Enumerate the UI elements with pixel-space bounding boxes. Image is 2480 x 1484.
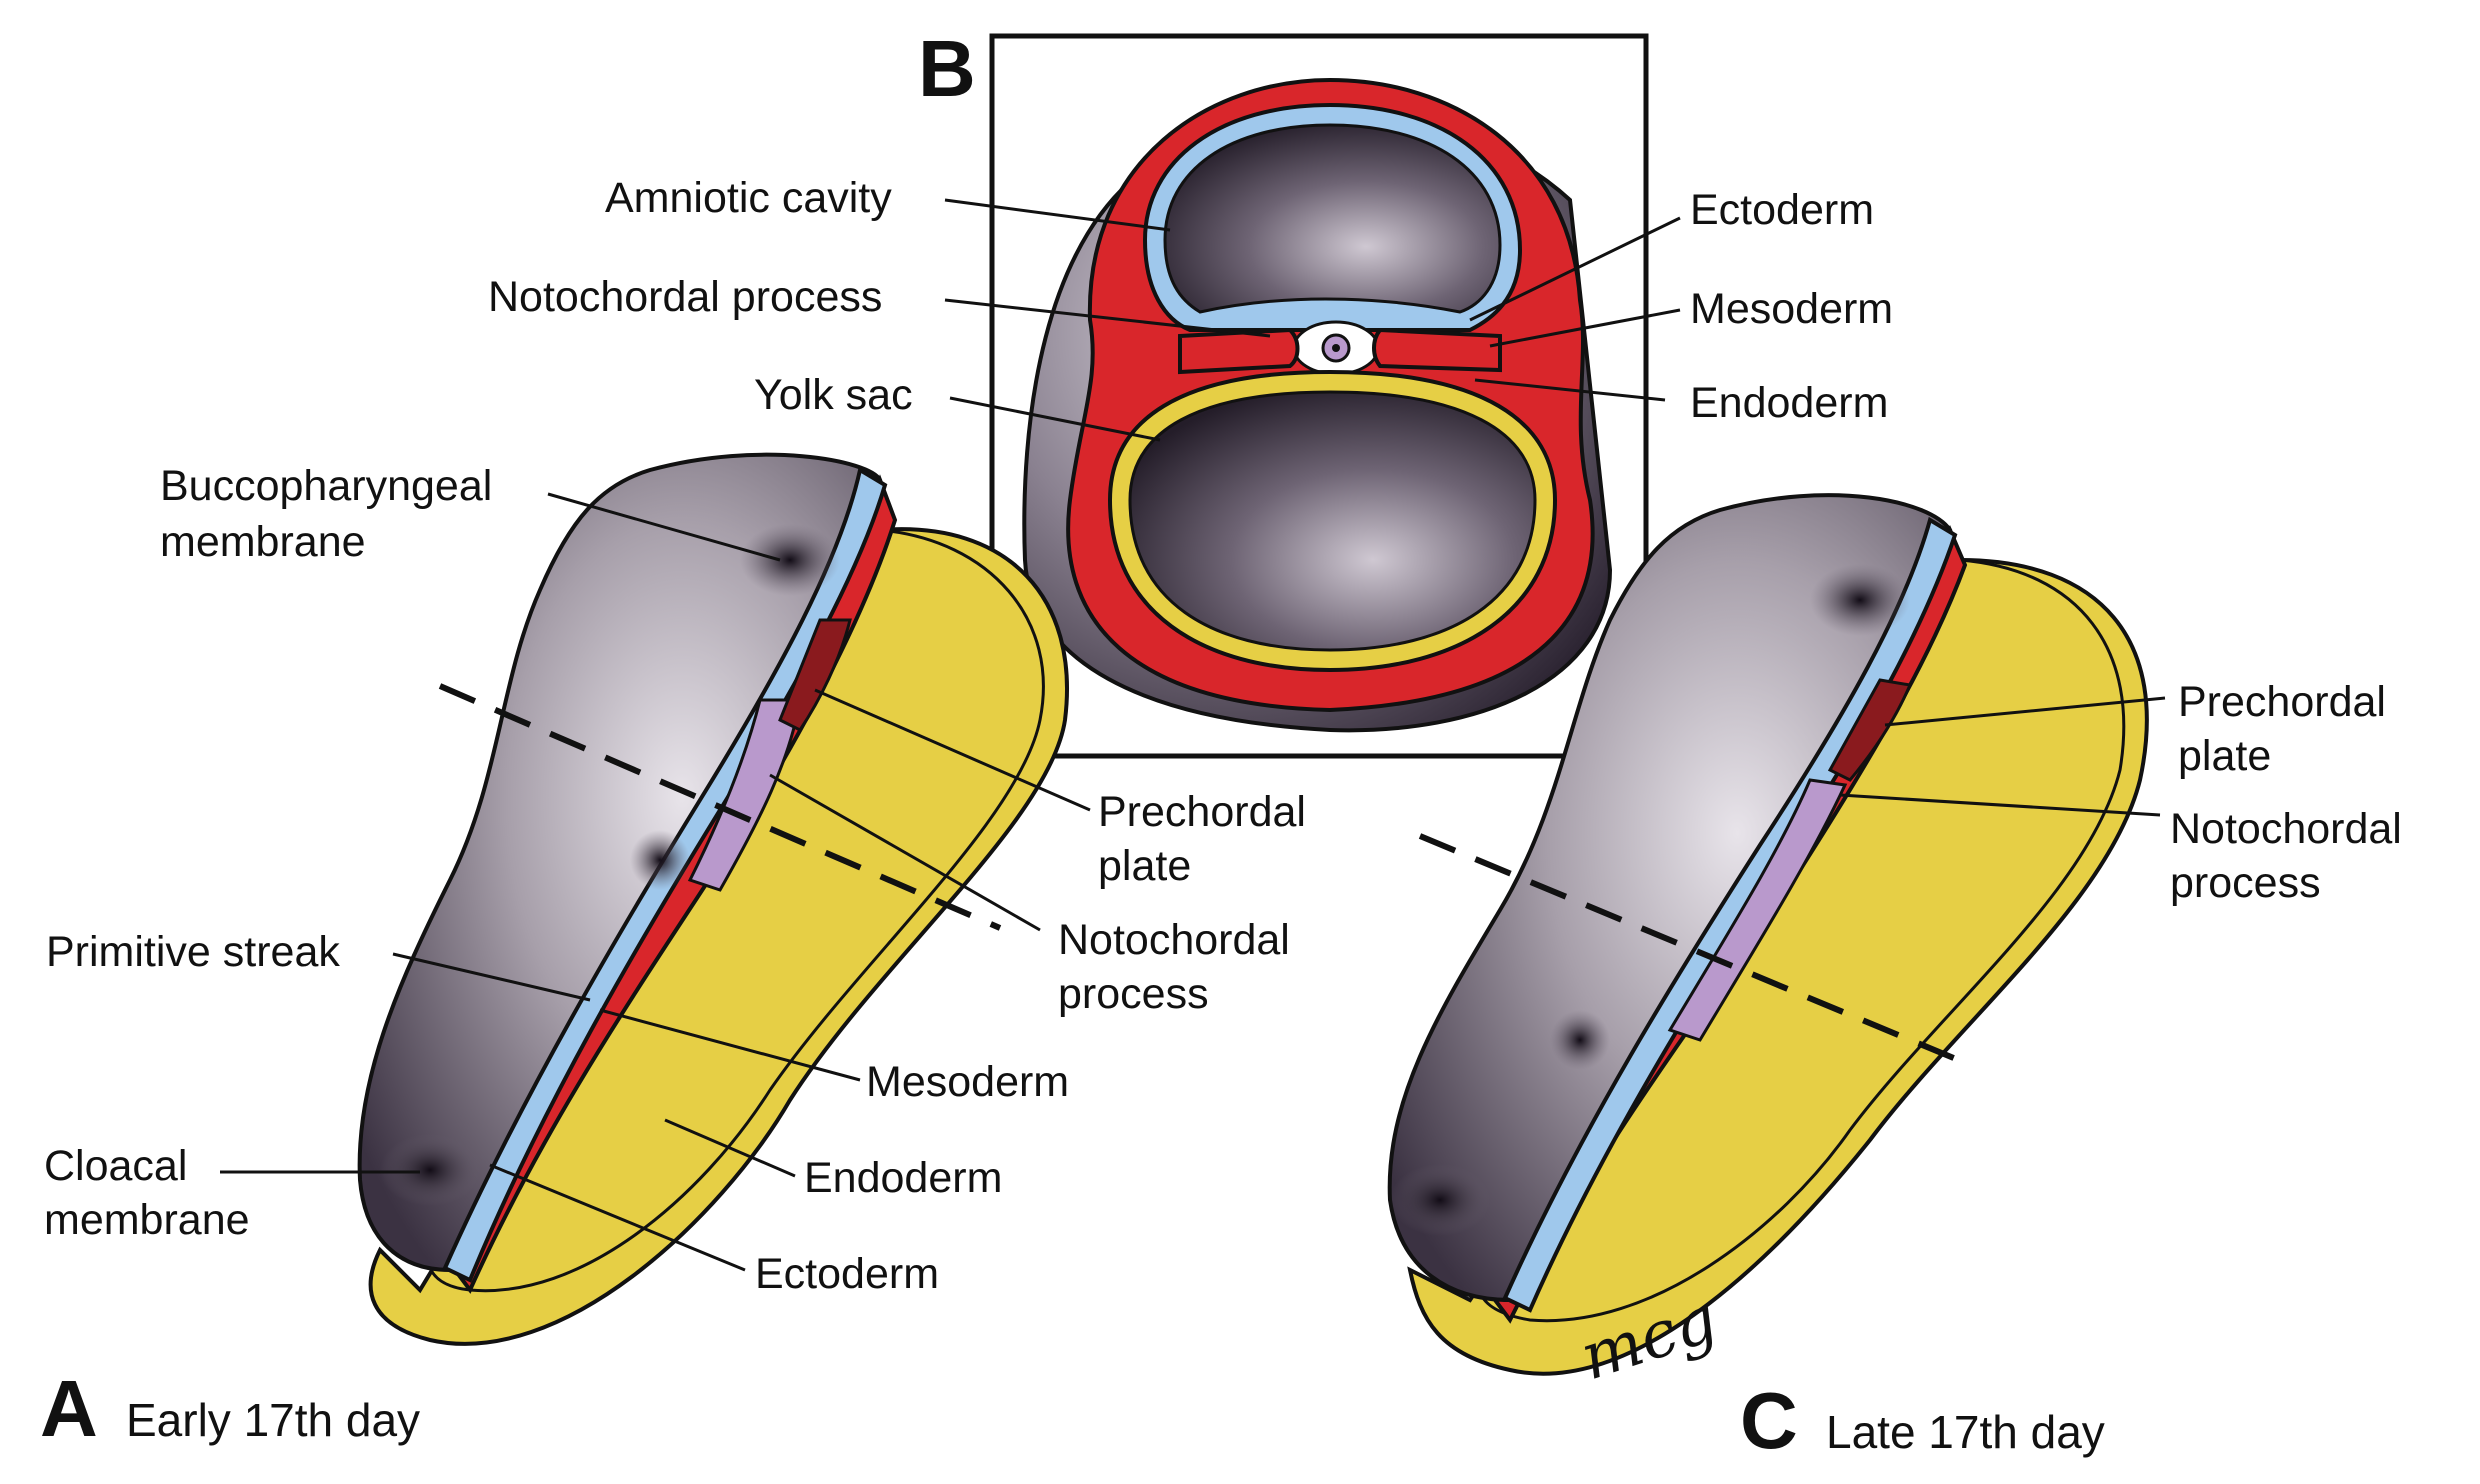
buccopharyngeal-pit-a	[740, 524, 840, 596]
leader-prechordal-a	[814, 688, 1091, 812]
leader-primitive-streak	[392, 952, 591, 1002]
leader-endoderm-a	[664, 1118, 796, 1178]
label-notochordal-a-1: Notochordal	[1058, 916, 1290, 964]
label-yolk-sac: Yolk sac	[754, 371, 913, 419]
leader-ectoderm-b	[1469, 216, 1681, 322]
label-endoderm-a: Endoderm	[804, 1154, 1002, 1202]
section-line-a	[438, 683, 1002, 931]
leader-prechordal-c	[1884, 696, 2166, 727]
label-prechordal-a-2: plate	[1098, 842, 1191, 890]
leader-buccopharyngeal	[547, 492, 781, 562]
prechordal-plate-a	[778, 618, 852, 732]
notochordal-process-a	[687, 698, 802, 892]
label-notochordal-c-1: Notochordal	[2170, 805, 2402, 853]
label-notochordal-c-2: process	[2170, 859, 2321, 907]
label-amniotic-cavity: Amniotic cavity	[605, 174, 892, 222]
leader-lines	[220, 198, 2166, 1272]
mesoderm-wing-left	[1178, 327, 1300, 375]
mesoderm-wing-right	[1372, 327, 1502, 373]
section-line-c	[1418, 833, 1970, 1067]
leader-yolk-sac	[949, 396, 1161, 442]
label-prechordal-c-2: plate	[2178, 732, 2271, 780]
label-mesoderm-b: Mesoderm	[1690, 285, 1893, 333]
notochordal-process-c	[1667, 778, 1848, 1042]
primitive-pit-c	[1550, 1010, 1610, 1070]
notochord-lumen	[1332, 344, 1340, 352]
label-notochordal-a-2: process	[1058, 970, 1209, 1018]
cloacal-pit-a	[380, 1134, 480, 1206]
leader-notochordal-c	[1839, 793, 2161, 817]
label-buccopharyngeal-2: membrane	[160, 518, 366, 566]
label-ectoderm-a: Ectoderm	[755, 1250, 939, 1298]
amniotic-cavity-shape	[1163, 123, 1502, 314]
label-endoderm-b: Endoderm	[1690, 379, 1888, 427]
panel-a-caption: Early 17th day	[126, 1394, 420, 1446]
leader-mesoderm-a	[599, 1008, 861, 1082]
buccopharyngeal-pit-c	[1810, 564, 1910, 636]
yolk-sac-cavity	[1128, 390, 1537, 652]
panel-c-letter: C	[1740, 1376, 1798, 1465]
panel-c	[1387, 493, 2149, 1376]
leader-ectoderm-a	[489, 1163, 746, 1272]
label-prechordal-a-1: Prechordal	[1098, 788, 1306, 836]
label-ectoderm-b: Ectoderm	[1690, 186, 1874, 234]
leader-amniotic-cavity	[944, 198, 1171, 232]
prechordal-plate-c	[1827, 678, 1913, 782]
panel-c-caption: Late 17th day	[1826, 1406, 2105, 1458]
leader-notochordal-b	[944, 298, 1271, 338]
endoderm-top-c	[1476, 558, 2126, 1323]
panel-b-letter: B	[918, 24, 976, 113]
endoderm-top-a	[426, 528, 1045, 1293]
label-primitive-streak: Primitive streak	[46, 928, 340, 976]
panel-a	[357, 452, 1069, 1346]
panel-b	[989, 33, 1649, 759]
primitive-pit-a	[630, 830, 690, 890]
label-prechordal-c-1: Prechordal	[2178, 678, 2386, 726]
leader-endoderm-b	[1474, 378, 1666, 402]
labels: B Amniotic cavity Notochordal process Yo…	[40, 24, 2402, 1465]
label-mesoderm-a: Mesoderm	[866, 1058, 1069, 1106]
label-notochordal-process-b: Notochordal process	[488, 273, 882, 321]
label-cloacal-2: membrane	[44, 1196, 250, 1244]
leader-notochordal-a	[769, 773, 1041, 932]
label-buccopharyngeal-1: Buccopharyngeal	[160, 462, 492, 510]
panel-a-letter: A	[40, 1364, 98, 1453]
leader-mesoderm-b	[1489, 308, 1681, 348]
cloacal-pit-c	[1390, 1164, 1490, 1236]
label-cloacal-1: Cloacal	[44, 1142, 187, 1190]
